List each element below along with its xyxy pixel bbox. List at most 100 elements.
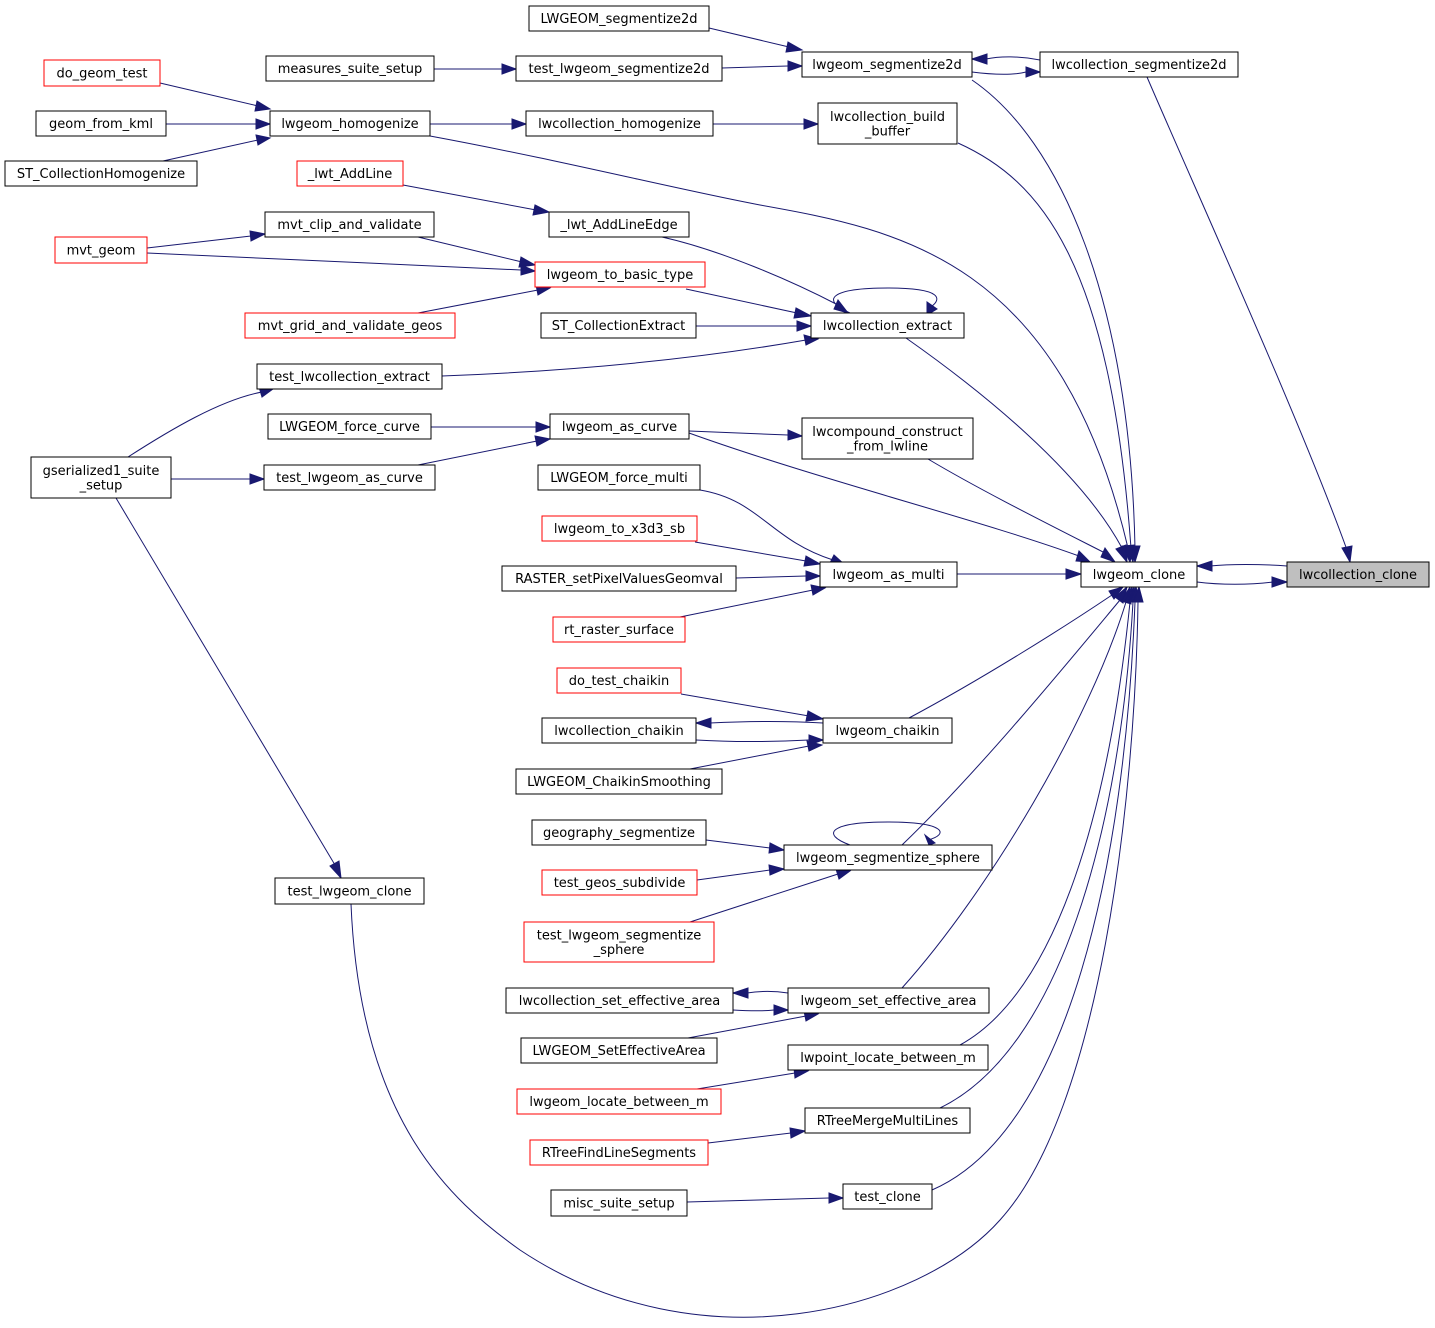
node-mvt-geom[interactable]: mvt_geom: [54, 236, 148, 264]
call-edge: [687, 1010, 820, 1039]
edge-line: [1209, 564, 1288, 567]
node-lwcollection-build-buffer[interactable]: lwcollection_build_buffer: [817, 102, 958, 145]
node-lwgeom-seteffectivearea[interactable]: LWGEOM_SetEffectiveArea: [520, 1037, 718, 1064]
edge-line: [685, 288, 798, 314]
arrowhead-icon: [1115, 544, 1128, 564]
node-lwgeom-as-curve[interactable]: lwgeom_as_curve: [549, 413, 690, 440]
node-label: test_clone: [854, 1190, 920, 1205]
node-rt-raster-surface[interactable]: rt_raster_surface: [552, 616, 686, 643]
node-lwgeom-locate-between-m[interactable]: lwgeom_locate_between_m: [516, 1088, 722, 1115]
node-st-collectionhomogenize[interactable]: ST_CollectionHomogenize: [4, 160, 198, 187]
node-label: _setup: [79, 478, 123, 493]
node-label: lwgeom_as_curve: [562, 420, 677, 435]
node-box: [296, 160, 404, 187]
node-test-lwgeom-segmentize2d[interactable]: test_lwgeom_segmentize2d: [515, 55, 723, 82]
node-lwcompound-construct-from-lwline[interactable]: lwcompound_construct_from_lwline: [801, 417, 974, 460]
node-lwcollection-chaikin[interactable]: lwcollection_chaikin: [541, 717, 697, 744]
node-box: [264, 211, 435, 238]
edge-line: [735, 575, 807, 579]
node-test-lwgeom-segmentize-sphere[interactable]: test_lwgeom_segmentize_sphere: [523, 921, 715, 963]
node-lwgeom-to-basic-type[interactable]: lwgeom_to_basic_type: [534, 261, 706, 288]
node-label: lwgeom_segmentize2d: [812, 58, 962, 73]
node-box: [529, 1139, 709, 1166]
node-raster-setpixelvaluesgeomval[interactable]: RASTER_setPixelValuesGeomval: [501, 565, 737, 592]
edge-line: [146, 235, 252, 249]
node-do-geom-test[interactable]: do_geom_test: [43, 59, 161, 87]
node-lwgeom-force-multi[interactable]: LWGEOM_force_multi: [537, 464, 701, 491]
node-lwgeom-as-multi[interactable]: lwgeom_as_multi: [819, 561, 958, 588]
node-box: [516, 1088, 722, 1115]
node-lwgeom-to-x3d3-sb[interactable]: lwgeom_to_x3d3_sb: [541, 515, 698, 542]
edge-line: [689, 873, 839, 923]
node-label: _from_lwline: [846, 439, 928, 454]
node-box: [550, 1189, 688, 1217]
call-edge: [127, 386, 275, 458]
node-misc-suite-setup[interactable]: misc_suite_setup: [550, 1189, 688, 1217]
node-lwgeom-segmentize2d[interactable]: lwgeom_segmentize2d: [801, 51, 973, 78]
node-box: [540, 312, 697, 339]
node-lwgeom-clone[interactable]: lwgeom_clone: [1080, 561, 1198, 588]
arrowhead-icon: [518, 256, 537, 268]
node-mvt-clip-and-validate[interactable]: mvt_clip_and_validate: [264, 211, 435, 238]
node-test-lwcollection-extract[interactable]: test_lwcollection_extract: [256, 363, 443, 390]
node-lwgeom-homogenize[interactable]: lwgeom_homogenize: [269, 110, 431, 137]
node-do-test-chaikin[interactable]: do_test_chaikin: [556, 667, 682, 694]
arrowhead-icon: [535, 421, 552, 433]
node-mvt-grid-and-validate-geos[interactable]: mvt_grid_and_validate_geos: [244, 312, 456, 339]
node-lwgeom-force-curve[interactable]: LWGEOM_force_curve: [267, 413, 432, 440]
node-box: [548, 211, 690, 238]
node-test-geos-subdivide[interactable]: test_geos_subdivide: [541, 869, 698, 896]
node-rtreefindlinesegments[interactable]: RTreeFindLineSegments: [529, 1139, 709, 1166]
node-lwcollection-extract[interactable]: lwcollection_extract: [810, 312, 965, 339]
node-box: [1039, 51, 1239, 78]
arrowhead-icon: [1108, 586, 1125, 600]
node-measures-suite-setup[interactable]: measures_suite_setup: [265, 55, 435, 82]
node-geography-segmentize[interactable]: geography_segmentize: [531, 819, 707, 846]
node-box: [515, 55, 723, 82]
node-box: [801, 51, 973, 78]
node-lwt-addlineedge[interactable]: _lwt_AddLineEdge: [548, 211, 690, 238]
arrowhead-icon: [1065, 568, 1083, 580]
node-label: test_lwcollection_extract: [269, 370, 430, 385]
edge-line: [686, 1197, 830, 1203]
call-edge: [901, 585, 1132, 989]
edge-line: [901, 599, 1121, 846]
arrowhead-icon: [329, 860, 342, 880]
node-lwcollection-clone[interactable]: lwcollection_clone: [1286, 561, 1430, 588]
call-edge: [431, 421, 552, 433]
node-test-clone[interactable]: test_clone: [842, 1183, 933, 1210]
node-test-lwgeom-as-curve[interactable]: test_lwgeom_as_curve: [263, 464, 436, 491]
node-lwcollection-homogenize[interactable]: lwcollection_homogenize: [525, 110, 714, 137]
node-label: lwcollection_homogenize: [538, 117, 701, 132]
arrowhead-icon: [796, 320, 813, 332]
edge-line: [417, 236, 523, 263]
call-edge: [699, 489, 847, 566]
node-geom-from-kml[interactable]: geom_from_kml: [35, 110, 167, 137]
node-lwgeom-chaikin[interactable]: lwgeom_chaikin: [822, 717, 953, 744]
node-box: [810, 312, 965, 339]
call-edge: [927, 458, 1117, 564]
node-lwgeom-segmentize2d[interactable]: LWGEOM_segmentize2d: [528, 5, 710, 32]
call-edge: [957, 568, 1083, 580]
node-lwpoint-locate-between-m[interactable]: lwpoint_locate_between_m: [787, 1044, 989, 1071]
node-box: [822, 717, 953, 744]
arrowhead-icon: [768, 864, 786, 876]
call-edge: [115, 497, 342, 880]
node-lwcollection-segmentize2d[interactable]: lwcollection_segmentize2d: [1039, 51, 1239, 78]
arrowhead-icon: [787, 60, 804, 72]
node-lwgeom-chaikinsmoothing[interactable]: LWGEOM_ChaikinSmoothing: [515, 768, 723, 795]
node-lwcollection-set-effective-area[interactable]: lwcollection_set_effective_area: [505, 987, 734, 1014]
node-box: [244, 312, 456, 339]
node-rtreemergemultilines[interactable]: RTreeMergeMultiLines: [804, 1107, 971, 1134]
call-edge: [688, 429, 804, 441]
node-lwgeom-set-effective-area[interactable]: lwgeom_set_effective_area: [787, 987, 990, 1014]
node-gserialized1-suite-setup[interactable]: gserialized1_suite_setup: [30, 456, 172, 499]
edge-line: [417, 289, 539, 314]
node-test-lwgeom-clone[interactable]: test_lwgeom_clone: [274, 877, 425, 905]
edge-line: [402, 184, 537, 211]
node-lwgeom-segmentize-sphere[interactable]: lwgeom_segmentize_sphere: [783, 844, 993, 871]
node-st-collectionextract[interactable]: ST_CollectionExtract: [540, 312, 697, 339]
node-label: lwgeom_clone: [1093, 568, 1186, 583]
node-lwt-addline[interactable]: _lwt_AddLine: [296, 160, 404, 187]
call-edge: [402, 184, 551, 216]
